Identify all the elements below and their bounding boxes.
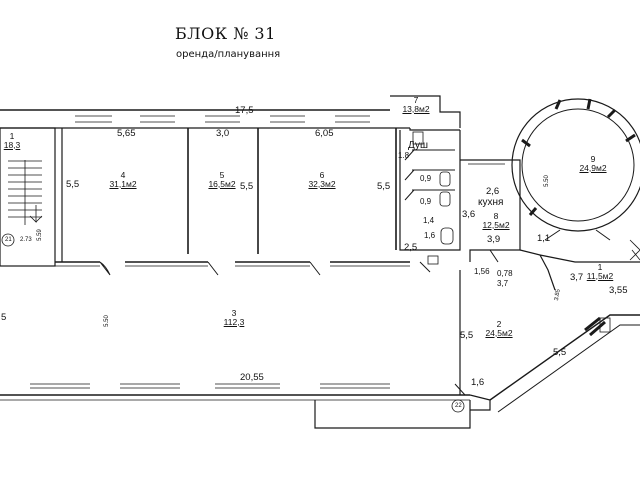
dim-5-50-b: 5.50 <box>543 175 550 187</box>
room-stair-area: 18,3 <box>3 139 21 150</box>
wc-door <box>419 261 431 273</box>
dim-2-5: 2,5 <box>404 242 418 253</box>
wc-block <box>399 130 461 251</box>
dim-3-9: 3,9 <box>487 234 501 245</box>
dim-5-5-c: 5,5 <box>377 181 391 192</box>
room-6-number: 6 <box>319 170 325 180</box>
dim-1-1: 1,1 <box>537 233 551 244</box>
dim-2-6: 2,6 <box>486 186 500 197</box>
dim-20-55: 20,55 <box>240 372 264 383</box>
room-7-label: 7 13,8м2 <box>402 96 429 113</box>
dim-3-7-b: 3,7 <box>570 272 584 283</box>
dim-1-6-a: 1,6 <box>424 231 436 240</box>
shower-tray <box>412 131 424 145</box>
dim-3-55: 3,55 <box>609 285 628 296</box>
stair-marker-circle <box>1 233 15 247</box>
dim-5-5-a: 5,5 <box>66 179 80 190</box>
dim-0-9-b: 0,9 <box>420 197 432 206</box>
dim-5-59: 5.59 <box>36 229 43 241</box>
corridor-marker-circle <box>451 399 465 413</box>
corridor-marker-text: 22 <box>455 403 462 409</box>
room-3-area: 112,3 <box>223 316 245 327</box>
kitchen-label: кухня <box>478 197 504 208</box>
window-1 <box>75 109 112 123</box>
room-5-number: 5 <box>219 170 225 180</box>
room-7-number: 7 <box>413 95 419 105</box>
room-9-label: 9 24,9м2 <box>579 155 606 172</box>
room-1-number: 1 <box>597 262 603 272</box>
room-6-area: 32,3м2 <box>308 178 336 189</box>
room-2-number: 2 <box>496 319 502 329</box>
wc-top-wall <box>390 95 461 128</box>
room-8-number: 8 <box>493 211 499 221</box>
dim-1-8: 1.8 <box>398 151 410 160</box>
stair-block <box>0 127 56 267</box>
dim-3-7-a: 3,7 <box>497 279 509 288</box>
door-4 <box>99 261 111 276</box>
dim-0-9-a: 0,9 <box>420 174 432 183</box>
room-6-label: 6 32,3м2 <box>308 171 335 188</box>
window-4 <box>270 109 305 123</box>
dim-1-56: 1,56 <box>474 267 490 276</box>
dim-5-5-d: 5,5 <box>460 330 474 341</box>
round-room-outer <box>511 98 640 232</box>
toilet-1 <box>439 171 451 187</box>
room-5-label: 5 16,5м2 <box>208 171 235 188</box>
dim-5-5-e: 5,5 <box>553 347 567 358</box>
room-2-label: 2 24,5м2 <box>485 320 512 337</box>
stair-marker-text: 21 <box>5 237 12 243</box>
room-9-number: 9 <box>590 154 596 164</box>
kitchen-door <box>489 249 499 263</box>
door-5 <box>207 261 219 276</box>
dim-3-0: 3,0 <box>216 128 230 139</box>
shower-label: Душ <box>408 140 429 151</box>
window-2 <box>140 109 175 123</box>
room-9-area: 24,9м2 <box>579 162 607 173</box>
room-5-area: 16,5м2 <box>208 178 236 189</box>
room-1-area: 11,5м2 <box>586 270 614 281</box>
sink <box>440 227 454 245</box>
room-2-diagonal-wall <box>489 314 640 401</box>
window-5 <box>335 109 370 123</box>
dim-3-6: 3,6 <box>462 209 476 220</box>
bottom-windows <box>30 383 390 389</box>
toilet-2 <box>439 191 451 207</box>
room-4-label: 4 31,1м2 <box>109 171 136 188</box>
room-7-area: 13,8м2 <box>402 103 430 114</box>
round-door-stair <box>629 239 640 261</box>
dim-5-left: 5 <box>1 312 7 323</box>
room-stair-label: 1 18,3 <box>4 132 21 149</box>
dim-5-5-b: 5,5 <box>240 181 254 192</box>
room-4-area: 31,1м2 <box>109 178 137 189</box>
dim-6-05: 6,05 <box>315 128 334 139</box>
room-8-label: 8 12,5м2 <box>482 212 509 229</box>
stair-steps <box>8 160 42 225</box>
dim-5-65: 5,65 <box>117 128 136 139</box>
round-door <box>544 229 611 241</box>
dim-17-5: 17,5 <box>235 105 254 116</box>
room-8-area: 12,5м2 <box>482 219 510 230</box>
plan-subtitle: оренда/планування <box>176 49 281 60</box>
room-1-label: 1 11,5м2 <box>587 263 613 280</box>
dim-1-6-b: 1,6 <box>471 377 485 388</box>
dim-1-4: 1,4 <box>423 216 435 225</box>
dim-5-50-a: 5.50 <box>103 315 110 327</box>
room-4-number: 4 <box>120 170 126 180</box>
dim-2-73: 2.73 <box>20 237 32 243</box>
round-room-inner <box>521 108 635 222</box>
plan-title: БЛОК № 31 <box>175 24 276 43</box>
room-1-walls <box>539 254 640 263</box>
window-3 <box>205 109 240 123</box>
bottom-annex <box>314 400 471 429</box>
dim-0-78: 0,78 <box>497 269 513 278</box>
title-block: БЛОК № 31 оренда/планування <box>175 24 280 60</box>
door-6 <box>309 261 321 276</box>
room-stair-number: 1 <box>9 131 15 141</box>
room-3-label: 3 112,3 <box>224 309 245 326</box>
room-3-number: 3 <box>231 308 237 318</box>
room-2-area: 24,5м2 <box>485 327 513 338</box>
